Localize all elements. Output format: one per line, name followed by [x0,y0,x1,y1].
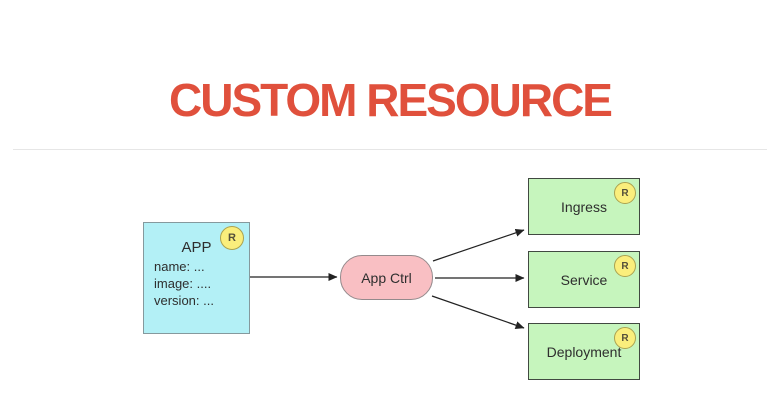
app-spec-image-line: image: .... [154,276,212,291]
app-controller-node: App Ctrl [340,255,433,300]
app-box-title: APP [181,239,212,256]
arrow-controller-to-deployment [431,295,525,329]
deployment-resource-box: R Deployment [528,323,640,380]
resource-badge-icon: R [614,182,636,204]
title-divider [13,149,767,150]
app-spec-name-line: name: ... [154,259,205,274]
ingress-resource-box: R Ingress [528,178,640,235]
service-label: Service [560,271,608,288]
resource-badge-icon: R [220,226,244,250]
service-resource-box: R Service [528,251,640,308]
resource-badge-icon: R [614,327,636,349]
arrow-controller-to-ingress [432,228,525,262]
app-custom-resource-box: R APP name: ... image: .... version: ... [143,222,250,334]
page-title: CUSTOM RESOURCE [169,74,613,126]
resource-badge-icon: R [614,255,636,277]
app-spec-version-line: version: ... [154,293,214,308]
ingress-label: Ingress [561,198,607,215]
app-controller-label: App Ctrl [361,269,412,286]
deployment-label: Deployment [546,343,622,360]
